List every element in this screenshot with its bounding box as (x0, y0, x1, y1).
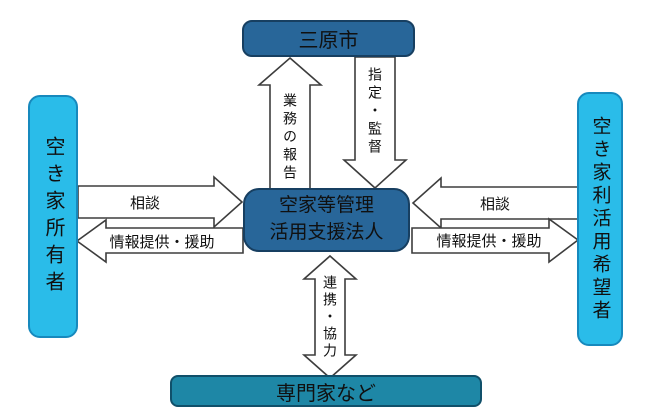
arrow-support-right-label-container: 情報提供・援助 (433, 231, 545, 250)
node-support-corporation: 空家等管理 活用支援法人 (243, 188, 410, 252)
arrow-cooperate-label: 連携・協力 (322, 274, 338, 360)
arrow-support-left-icon (75, 218, 244, 264)
arrow-supervise-label-container: 指定・監督 (357, 64, 393, 160)
node-mihara-city: 三原市 (242, 20, 415, 57)
arrow-consult-left-icon (77, 175, 244, 229)
node-experts-label: 専門家など (276, 382, 376, 405)
node-vacant-house-user-candidate: 空き家利活用希望者 (577, 92, 623, 346)
arrow-consult-right-icon (411, 176, 579, 230)
node-experts: 専門家など (170, 375, 482, 407)
arrow-supervise-down-icon (341, 56, 409, 190)
arrow-support-left-label: 情報提供・援助 (109, 233, 215, 251)
arrow-support-right-label: 情報提供・援助 (436, 232, 542, 250)
node-vacant-house-owner-label: 空き家所有者 (42, 135, 64, 298)
arrow-consult-right-label-container: 相談 (445, 194, 545, 213)
node-vacant-house-user-candidate-label: 空き家利活用希望者 (589, 115, 611, 323)
arrow-support-left-label-container: 情報提供・援助 (106, 232, 218, 251)
arrow-consult-left-label-container: 相談 (95, 193, 195, 212)
node-mihara-city-label: 三原市 (298, 30, 359, 52)
arrow-supervise-label: 指定・監督 (367, 67, 383, 157)
arrow-support-right-icon (411, 217, 580, 264)
arrow-report-label-container: 業務の報告 (272, 88, 308, 188)
arrow-report-label: 業務の報告 (282, 93, 298, 183)
arrow-cooperate-label-container: 連携・協力 (312, 266, 348, 368)
node-support-corporation-label: 空家等管理 活用支援法人 (269, 195, 384, 243)
arrow-consult-right-label: 相談 (479, 195, 510, 213)
arrow-consult-left-label: 相談 (129, 194, 160, 212)
node-vacant-house-owner: 空き家所有者 (28, 95, 78, 338)
